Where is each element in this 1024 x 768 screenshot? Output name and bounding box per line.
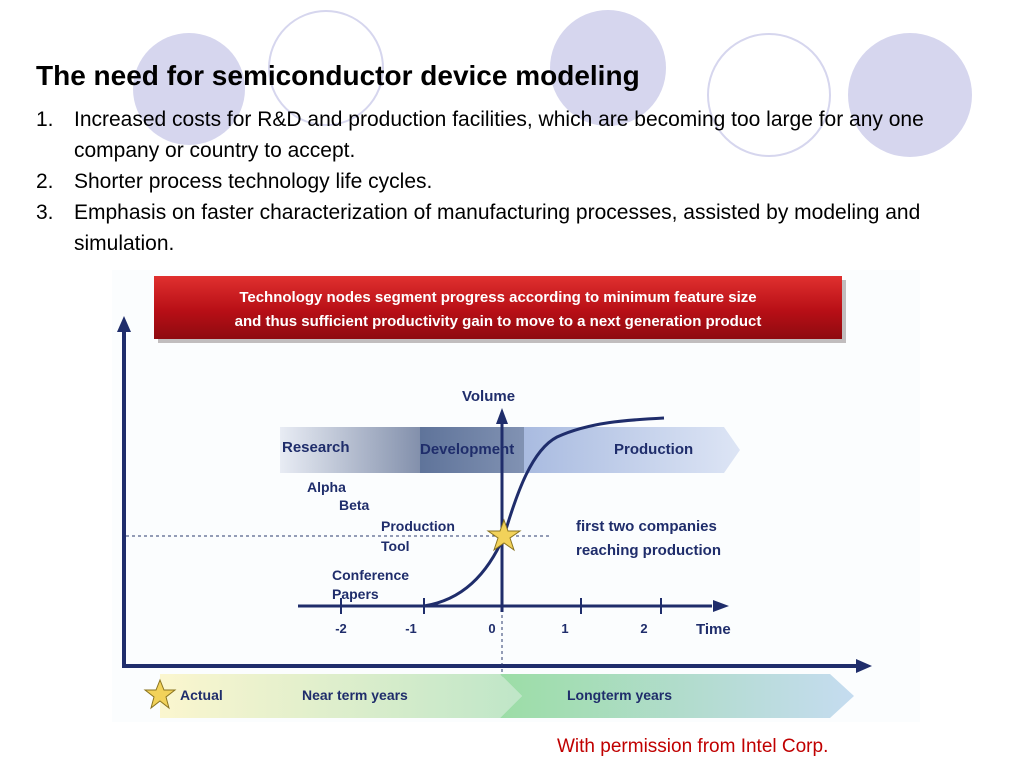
decor-circle-1 [133, 33, 245, 145]
bullet-text: Shorter process technology life cycles. [74, 170, 433, 193]
bullet-list: 1. Increased costs for R&D and productio… [36, 104, 996, 259]
phase-research-label: Research [282, 439, 350, 456]
bullet-number: 2. [36, 170, 54, 193]
tick-label: -2 [335, 621, 347, 636]
bullet-item: 1. Increased costs for R&D and productio… [36, 104, 996, 166]
decor-circle-2 [550, 10, 666, 126]
production-chevron [524, 427, 740, 473]
volume-arrowhead [496, 408, 508, 424]
tick-label: 0 [488, 621, 495, 636]
volume-axis-label: Volume [462, 388, 515, 405]
time-axis-label: Time [696, 621, 731, 638]
banner-line-1: Technology nodes segment progress accord… [239, 289, 756, 306]
long-term-chevron [500, 674, 854, 718]
tick-label: -1 [405, 621, 417, 636]
bullet-text: Increased costs for R&D and production f… [74, 108, 924, 162]
phase-development-label: Development [420, 441, 514, 458]
stage-conference-label: Conference [332, 567, 409, 583]
annotation-line-2: reaching production [576, 542, 721, 559]
actual-star-icon [143, 678, 177, 710]
tick-label: 2 [640, 621, 647, 636]
stage-beta-label: Beta [339, 497, 370, 513]
stage-conference-label-2: Papers [332, 586, 379, 602]
bullet-number: 3. [36, 201, 54, 224]
decor-circle-3 [848, 33, 972, 157]
bullet-item: 2. Shorter process technology life cycle… [36, 166, 996, 197]
timeline-actual-label: Actual [180, 687, 223, 703]
outer-x-arrowhead [856, 659, 872, 673]
stage-production-tool-label-2: Tool [381, 538, 410, 554]
stage-alpha-label: Alpha [307, 479, 346, 495]
time-arrowhead [713, 600, 729, 612]
decor-ring-2 [707, 33, 831, 157]
star-icon [486, 518, 522, 552]
near-term-chevron [160, 674, 522, 718]
phase-production-label: Production [614, 441, 693, 458]
outer-y-arrowhead [117, 316, 131, 332]
decor-ring-1 [268, 10, 384, 126]
bullet-item: 3. Emphasis on faster characterization o… [36, 197, 996, 259]
volume-s-curve [423, 416, 665, 608]
banner-box [154, 276, 842, 339]
tick-label: 1 [561, 621, 568, 636]
life-cycle-diagram: Technology nodes segment progress accord… [117, 276, 872, 718]
bullet-number: 1. [36, 108, 54, 131]
bullet-text: Emphasis on faster characterization of m… [74, 201, 921, 255]
technology-life-cycle-figure: Technology nodes segment progress accord… [112, 270, 920, 722]
annotation-line-1: first two companies [576, 518, 717, 535]
timeline-near-term-label: Near term years [302, 687, 408, 703]
stage-production-tool-label: Production [381, 518, 455, 534]
timeline-long-term-label: Longterm years [567, 687, 672, 703]
slide-title: The need for semiconductor device modeli… [36, 60, 640, 91]
credit-text: With permission from Intel Corp. [557, 736, 829, 757]
banner-line-2: and thus sufficient productivity gain to… [235, 313, 762, 330]
